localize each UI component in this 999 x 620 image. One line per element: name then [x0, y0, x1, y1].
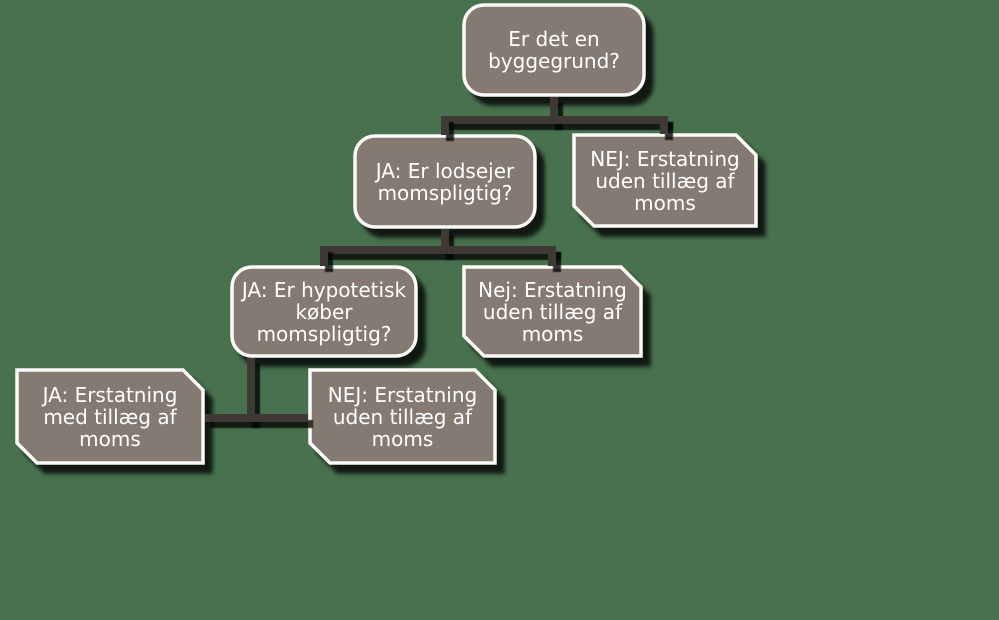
node-question-hypotetisk-koeber: JA: Er hypotetisk køber momspligtig?	[230, 265, 418, 358]
connector-q1-crossbar	[441, 116, 668, 124]
node-label: JA: Er lodsejer momspligtig?	[375, 158, 515, 205]
node-label: JA: Erstatning med tillæg af moms	[42, 382, 178, 451]
rounded-box-shape	[462, 3, 646, 97]
connector-q1-to-a1	[660, 116, 668, 134]
node-question-lodsejer-momspligtig: JA: Er lodsejer momspligtig?	[353, 134, 537, 229]
node-label: NEJ: Erstatning uden tillæg af moms	[590, 146, 740, 215]
connector-q2-to-a2	[548, 246, 556, 266]
node-label: JA: Er hypotetisk køber momspligtig?	[241, 277, 407, 346]
connector-q1-to-q2	[441, 116, 449, 135]
connector-q2-to-q3	[320, 246, 328, 266]
node-answer-nej-uden-tillaeg-2: Nej: Erstatning uden tillæg af moms	[462, 265, 643, 358]
node-question-byggegrund: Er det en byggegrund?	[462, 3, 646, 97]
connector-q2-stem	[441, 229, 449, 254]
connector-q3-crossbar	[205, 414, 308, 422]
snip-box-shape	[308, 368, 497, 465]
connector-q3-stem	[247, 358, 255, 422]
connector-q2-crossbar	[320, 246, 556, 254]
snip-box-shape	[462, 265, 643, 358]
snip-box-shape	[572, 133, 758, 228]
node-label: Er det en byggegrund?	[488, 27, 620, 73]
rounded-box-shape	[353, 134, 537, 229]
node-label: Nej: Erstatning uden tillæg af moms	[478, 277, 627, 346]
node-answer-nej-uden-tillaeg-1: NEJ: Erstatning uden tillæg af moms	[572, 133, 758, 228]
connector-q1-stem	[550, 97, 558, 124]
rounded-box-shape	[230, 265, 418, 358]
node-label: NEJ: Erstatning uden tillæg af moms	[327, 382, 478, 451]
snip-box-shape	[15, 368, 205, 465]
node-answer-nej-uden-tillaeg-3: NEJ: Erstatning uden tillæg af moms	[308, 368, 497, 465]
node-answer-ja-med-tillaeg: JA: Erstatning med tillæg af moms	[15, 368, 205, 465]
